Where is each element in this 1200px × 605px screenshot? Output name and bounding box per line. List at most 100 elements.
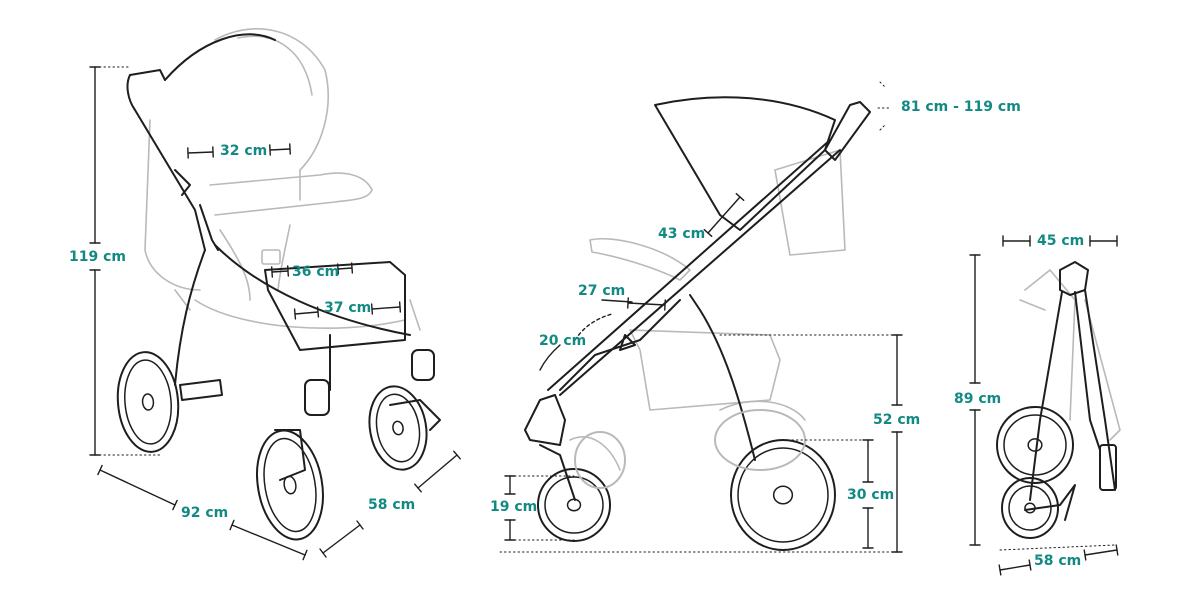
side-view-stroller <box>525 97 870 500</box>
label-footrest-length: 20 cm <box>539 333 586 349</box>
canopy-seam <box>238 36 312 95</box>
dim-seat-width-b-tick-end <box>352 263 353 273</box>
front-view-ghost-parts <box>145 29 420 330</box>
dim-seat-height <box>892 335 902 405</box>
fold-hinge <box>175 170 190 195</box>
front-swivel-left <box>305 380 329 415</box>
main-handle-tube <box>560 150 840 395</box>
dim-backrest-width-b <box>270 144 290 155</box>
front-leg <box>215 245 410 335</box>
front-left-front-wheel-tire <box>249 425 331 544</box>
dim-seat-depth-b-tick-end <box>665 300 666 310</box>
dim-folded-width-b-tick-start <box>1084 550 1086 560</box>
dim-folded-width-a <box>999 560 1031 575</box>
dim-overall-width-a-tick-end <box>357 521 363 529</box>
handle-tube <box>128 75 205 250</box>
dim-overall-length-a <box>98 465 177 509</box>
label-handle-height-range: 81 cm - 119 cm <box>901 99 1021 115</box>
side-view-ghost-parts <box>570 150 845 470</box>
side-rear-wheel <box>731 440 835 550</box>
dim-backrest-width-a-line <box>188 152 213 153</box>
dim-folded-height-b <box>970 410 980 545</box>
folded-middle-tube <box>1075 292 1100 450</box>
wheels-layer <box>114 350 1073 550</box>
dim-rear-wheel-lower <box>863 508 873 548</box>
front-rear-left-wheel-hub <box>142 394 154 411</box>
folded-view-stroller <box>1020 262 1120 520</box>
bumper-bar <box>210 173 372 215</box>
front-right-front-wheel <box>363 382 433 474</box>
front-left-front-wheel <box>249 425 331 544</box>
rear-leg <box>175 250 205 385</box>
dim-backrest-width-a <box>188 147 213 158</box>
guide-folded-base <box>1000 545 1115 550</box>
dim-footrest-width-b <box>372 302 401 314</box>
side-rear-wheel-rim <box>738 448 828 542</box>
front-right-front-wheel-hub <box>392 421 404 436</box>
dim-folded-width-a-tick-end <box>1029 560 1031 570</box>
folded-front-tube <box>1030 292 1062 500</box>
dim-folded-length-b <box>1090 236 1117 246</box>
side-front-wheel-hub <box>568 499 581 511</box>
side-front-wheel-tire <box>538 469 610 541</box>
canopy-back-outline <box>215 29 328 200</box>
dim-footrest-width-b-tick-start <box>372 304 373 314</box>
harness-buckle <box>262 250 280 264</box>
front-rear-left-wheel-tire <box>114 350 182 455</box>
rear-leg-side <box>690 295 755 460</box>
dim-front-wheel-lower <box>505 520 515 540</box>
guide-handle-3 <box>880 124 886 130</box>
front-left-front-wheel-hub <box>283 475 297 494</box>
dim-backrest-width-b-line <box>270 149 290 150</box>
label-folded-width: 58 cm <box>1034 553 1081 569</box>
side-front-wheel-rim <box>545 477 603 533</box>
front-fork-housing <box>525 395 565 445</box>
label-footrest-width: 37 cm <box>324 300 371 316</box>
folded-handle-ghost <box>1020 300 1045 310</box>
dim-seat-width-a-line <box>272 271 288 272</box>
label-seat-height: 52 cm <box>873 412 920 428</box>
rear-fender-ghost <box>570 437 620 470</box>
label-backrest-width: 32 cm <box>220 143 267 159</box>
folded-upper-wheel-hub <box>1028 439 1042 451</box>
side-front-wheel <box>538 469 610 541</box>
label-backrest-length: 43 cm <box>658 226 705 242</box>
dim-footrest-width-b-line <box>372 307 400 309</box>
folded-canopy-ghost <box>1025 270 1075 420</box>
label-overall-height: 119 cm <box>69 249 126 265</box>
folded-lower-wheel <box>1002 478 1058 538</box>
front-rear-left-wheel <box>114 350 182 455</box>
bumper-bar-side <box>590 239 690 280</box>
dim-overall-width-a <box>320 521 363 557</box>
label-seat-depth: 27 cm <box>578 283 625 299</box>
front-left-front-wheel-rim <box>257 434 323 535</box>
label-folded-height: 89 cm <box>954 391 1001 407</box>
front-right-fork-guard <box>390 400 440 430</box>
dim-seat-width-a-tick-end <box>288 266 289 276</box>
dim-seat-depth-b-line <box>628 303 665 305</box>
label-overall-length: 92 cm <box>181 505 228 521</box>
basket-side <box>630 330 780 410</box>
folded-lower-wheel-tire <box>1002 478 1058 538</box>
dim-overall-width-a-tick-start <box>320 549 326 557</box>
front-swivel-right <box>412 350 434 380</box>
dim-seat-width-b-line <box>338 268 352 269</box>
canopy-rear-panel <box>775 150 845 255</box>
dim-footrest-width-a-tick-start <box>295 309 296 319</box>
canopy-side <box>655 97 835 230</box>
dim-overall-height-lower <box>90 270 100 455</box>
dim-folded-width-b <box>1084 545 1118 560</box>
dim-folded-length-a <box>1003 236 1030 246</box>
guide-handle-1 <box>880 82 886 88</box>
dim-front-wheel <box>505 476 515 494</box>
dim-folded-width-a-tick-start <box>999 565 1001 575</box>
dim-folded-width-a-line <box>1000 565 1030 570</box>
dim-seat-depth-b-tick-start <box>628 298 629 308</box>
main-handle-tube-inner <box>548 140 830 390</box>
side-rear-wheel-tire <box>731 440 835 550</box>
handlebar-top <box>130 70 165 80</box>
front-view-stroller <box>128 29 440 480</box>
front-rear-left-wheel-rim <box>121 358 174 446</box>
